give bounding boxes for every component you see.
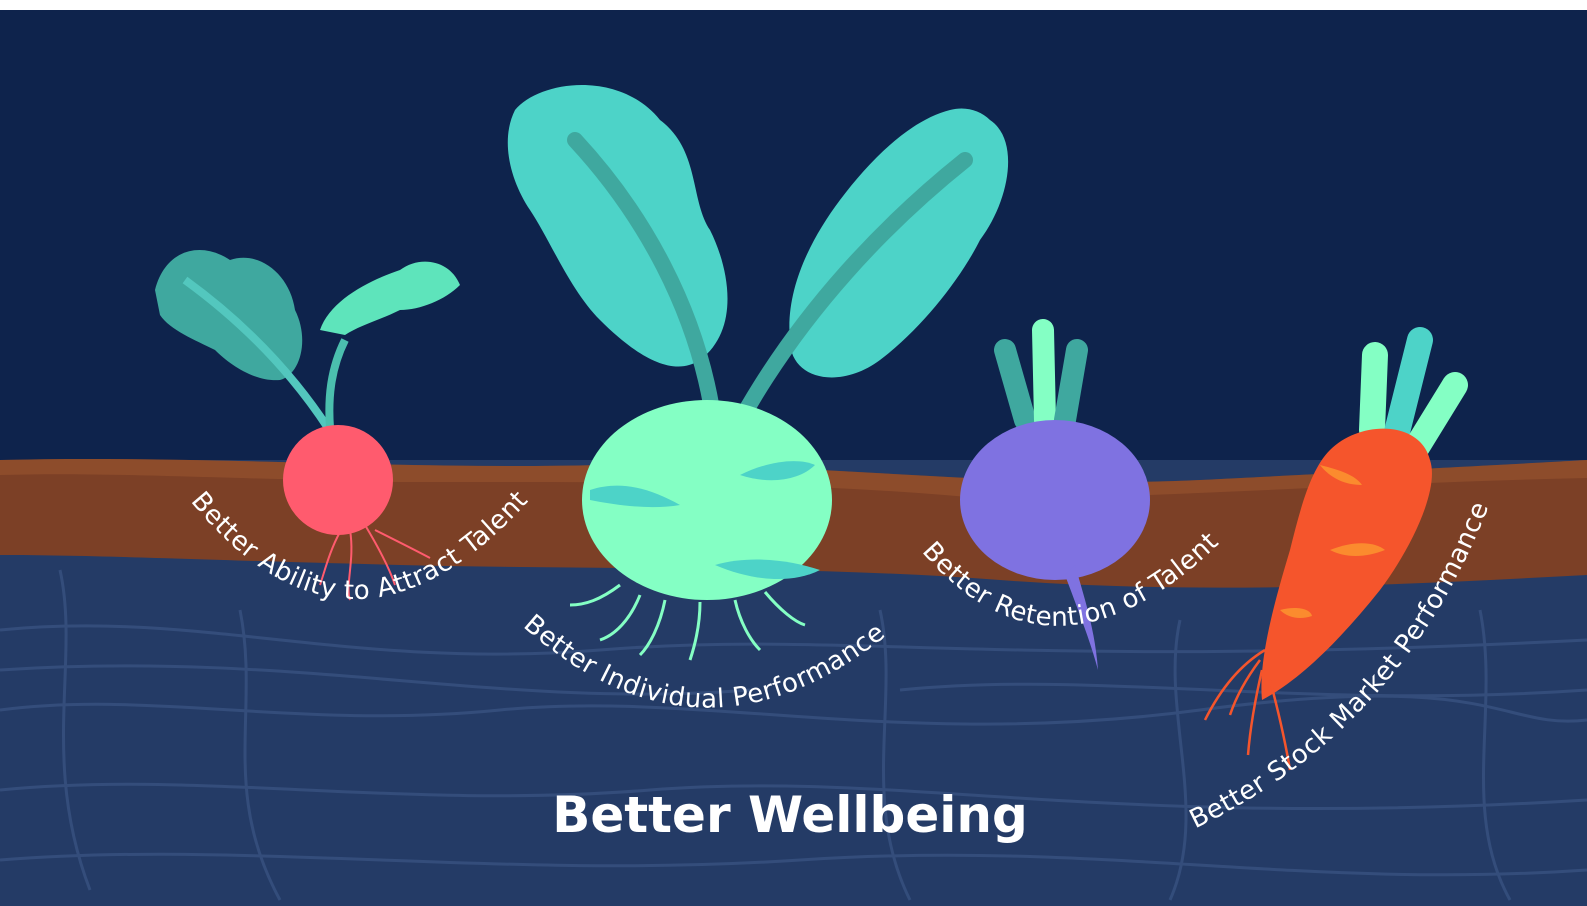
sky-background [0, 10, 1587, 480]
main-title: Better Wellbeing [552, 786, 1028, 844]
wellbeing-illustration: Better Ability to Attract Talent Better … [0, 10, 1587, 906]
